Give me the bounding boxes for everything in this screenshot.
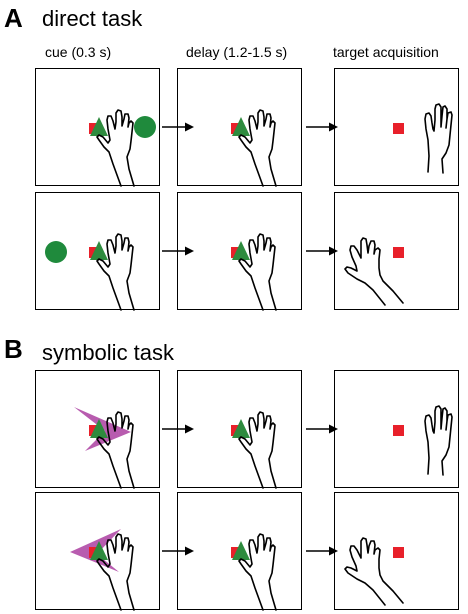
column-header-target: target acquisition [333, 44, 439, 60]
arrow-right-icon [162, 546, 194, 556]
arrow-right-icon [162, 122, 194, 132]
start-position-triangle [232, 241, 250, 260]
start-position-triangle [232, 541, 250, 560]
start-position-triangle [90, 419, 108, 438]
hand-icon [96, 109, 135, 187]
trial-frame-a-row1-target [334, 68, 459, 186]
target-square [393, 247, 404, 258]
start-position-triangle [90, 117, 108, 136]
arrow-right-icon [306, 246, 338, 256]
target-square [393, 425, 404, 436]
trial-frame-b-row1-delay [177, 370, 302, 489]
arrow-right-icon [306, 122, 338, 132]
trial-frame-b-row2-delay [177, 492, 302, 611]
trial-frame-a-row1-cue [35, 68, 160, 187]
panel-letter-b: B [4, 334, 23, 364]
column-header-delay: delay (1.2-1.5 s) [186, 44, 288, 60]
hand-icon [96, 233, 135, 311]
start-position-triangle [90, 241, 108, 260]
hand-icon [96, 411, 135, 489]
arrow-right-icon [306, 546, 338, 556]
trial-frame-a-row1-delay [177, 68, 302, 187]
hand-icon [424, 103, 453, 174]
start-position-triangle [232, 117, 250, 136]
arrow-right-icon [306, 424, 338, 434]
hand-icon [344, 537, 404, 606]
trial-frame-a-row2-delay [177, 192, 302, 311]
hand-icon [344, 237, 404, 306]
arrow-right-icon [162, 246, 194, 256]
start-position-triangle [232, 419, 250, 438]
hand-icon [238, 411, 277, 489]
direct-task-title: direct task [42, 6, 143, 31]
trial-frame-a-row2-cue [35, 192, 160, 311]
trial-frame-b-row1-target [334, 370, 459, 488]
trial-frame-b-row1-cue [35, 370, 160, 489]
trial-frame-a-row2-target [334, 192, 459, 310]
trial-frame-b-row2-cue [35, 492, 160, 611]
hand-icon [424, 405, 453, 476]
direct-cue-circle-right [134, 116, 156, 138]
hand-icon [96, 533, 135, 611]
hand-icon [238, 533, 277, 611]
column-header-cue: cue (0.3 s) [45, 44, 112, 60]
trial-frame-b-row2-target [334, 492, 459, 610]
panel-letter-a: A [4, 3, 23, 33]
symbolic-task-title: symbolic task [42, 340, 175, 365]
direct-cue-circle-left [45, 241, 67, 263]
target-square [393, 547, 404, 558]
hand-icon [238, 233, 277, 311]
target-square [393, 123, 404, 134]
start-position-triangle [90, 541, 108, 560]
arrow-right-icon [162, 424, 194, 434]
hand-icon [238, 109, 277, 187]
